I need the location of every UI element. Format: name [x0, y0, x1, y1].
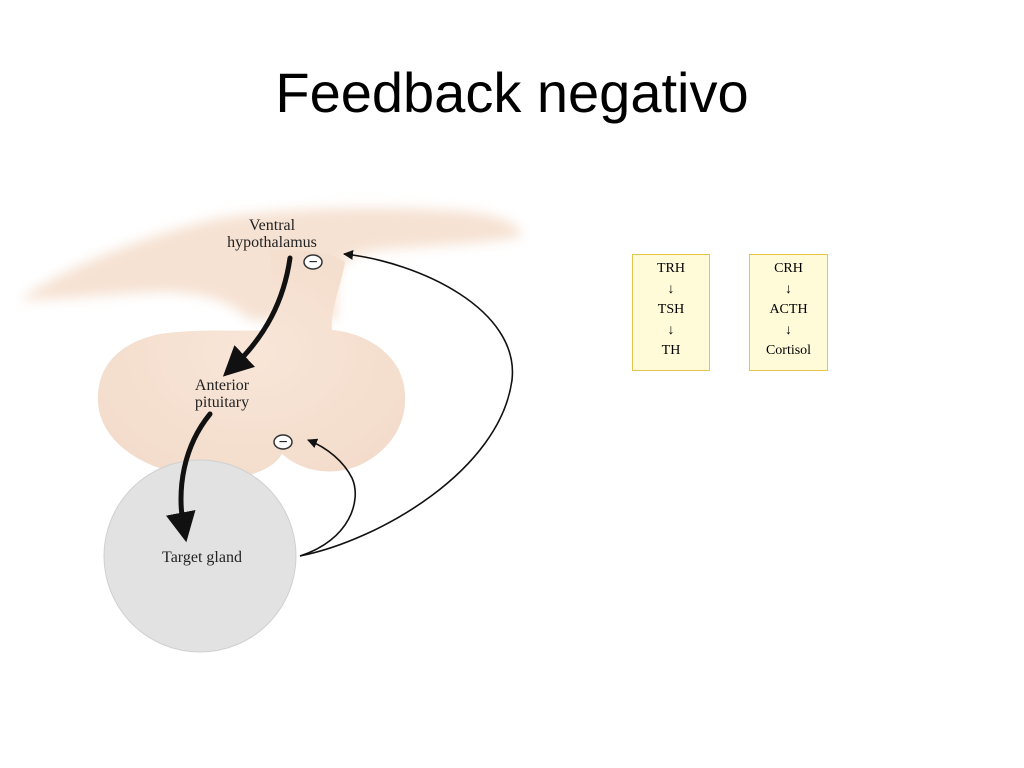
target-hormone: TH — [661, 343, 681, 358]
target-gland-circle — [103, 459, 297, 653]
hypothalamus-to-pituitary-arrow — [222, 255, 293, 377]
tropic-hormone: TSH — [657, 302, 685, 317]
tropic-hormone: ACTH — [769, 302, 808, 317]
down-arrow: ↓ — [785, 322, 792, 338]
releasing-hormone: TRH — [657, 261, 685, 276]
adrenal-axis-box: CRH ↓ ACTH ↓ Cortisol — [749, 254, 828, 371]
pituitary-to-target-arrow — [165, 411, 213, 543]
svg-text:−: − — [278, 434, 287, 451]
thyroid-axis-box: TRH ↓ TSH ↓ TH — [632, 254, 710, 371]
feedback-arrow-to-hypothalamus — [299, 249, 514, 557]
pituitary-label-line1: Anterior — [195, 377, 250, 394]
inhibition-icon-pituitary: − — [273, 434, 293, 451]
down-arrow: ↓ — [785, 281, 792, 297]
inhibition-icon-hypothalamus: − — [303, 254, 323, 271]
releasing-hormone: CRH — [774, 261, 803, 276]
hypothalamus-label-line1: Ventral — [249, 217, 296, 234]
svg-text:−: − — [308, 254, 317, 271]
pituitary-label-line2: pituitary — [195, 394, 249, 411]
target-hormone: Cortisol — [765, 343, 812, 358]
down-arrow: ↓ — [667, 281, 675, 297]
slide-title: Feedback negativo — [275, 61, 749, 124]
target-gland-label: Target gland — [162, 549, 242, 566]
hypothalamus-tissue — [20, 208, 522, 320]
feedback-arrow-to-pituitary — [299, 438, 356, 557]
down-arrow: ↓ — [667, 322, 675, 338]
hypothalamus-label-line2: hypothalamus — [227, 234, 317, 251]
